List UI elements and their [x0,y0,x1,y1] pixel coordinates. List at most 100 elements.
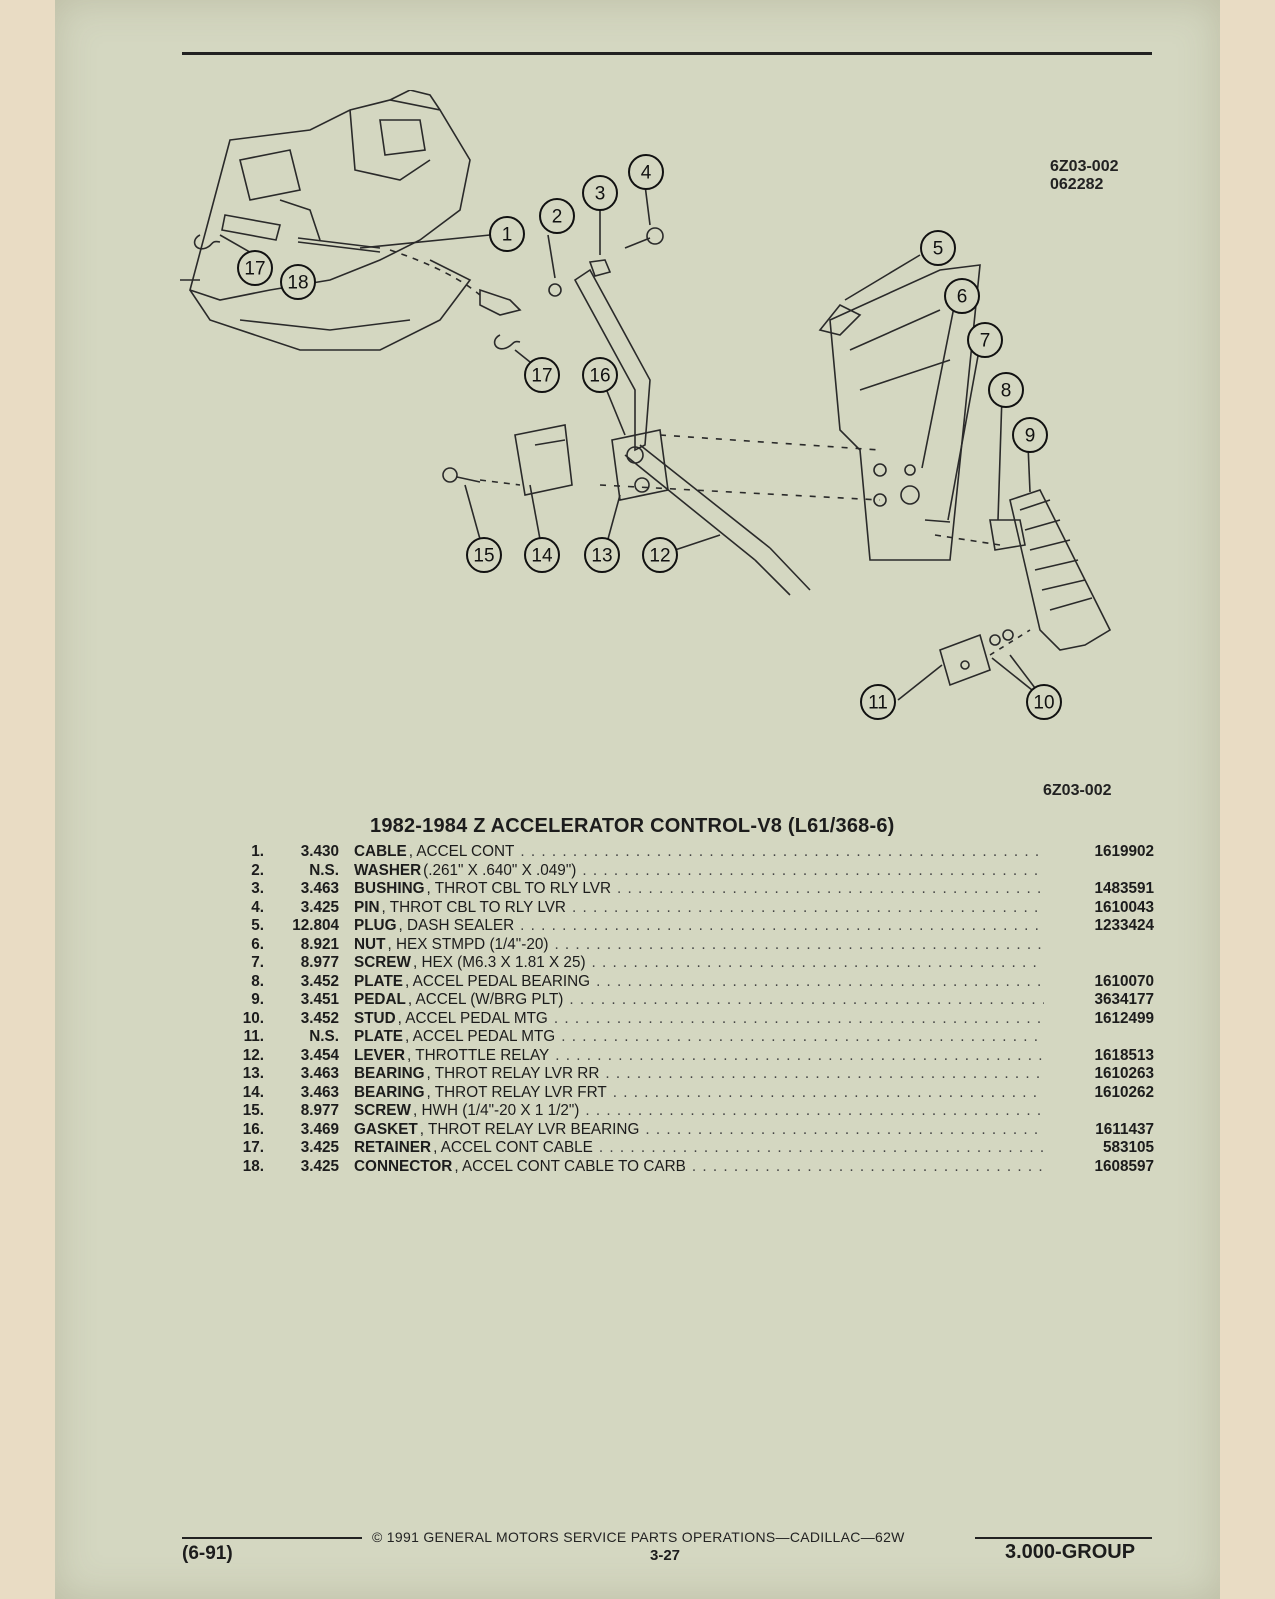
part-detail: , THROT CBL TO RLY LVR [381,898,566,916]
part-detail: , ACCEL CONT [408,843,515,860]
leader-dots [605,1065,1044,1084]
part-detail: (.261" X .640" X .049") [423,861,577,879]
footer-group: 3.000-GROUP [1005,1541,1136,1563]
part-detail: , THROT CBL TO RLY LVR [426,880,612,897]
part-description: BUSHING, THROT CBL TO RLY LVR [354,880,1044,899]
parts-row: 2.N.S.WASHER(.261" X .640" X .049") [232,862,1154,881]
part-description: PLATE, ACCEL PEDAL BEARING [354,973,1044,992]
part-detail: , HEX STMPD (1/4"-20) [387,935,549,953]
part-name: NUT [354,935,386,953]
callout-label: 16 [589,366,610,387]
part-name: PLATE [354,1028,404,1045]
part-description: PLUG, DASH SEALER [354,917,1044,936]
callout-2 [539,198,575,234]
part-name: WASHER [354,861,422,879]
leader-dots [572,899,1044,918]
item-number: 14. [242,1083,264,1101]
footer-rule-left [182,1537,362,1539]
group-number: 3.451 [300,991,339,1008]
callout-7 [967,322,1003,358]
callout-15 [466,537,502,573]
parts-row: 11.N.S.PLATE, ACCEL PEDAL MTG [232,1028,1154,1047]
callout-label: 9 [1025,426,1036,447]
callout-label: 8 [1001,381,1012,402]
part-name: LEVER [354,1046,405,1064]
group-number: 8.977 [300,954,339,971]
leader-dots [645,1121,1044,1140]
callout-9 [1012,417,1048,453]
group-number: 3.469 [300,1120,339,1138]
callout-17-upper [237,250,273,286]
part-number: 1608597 [1094,1157,1154,1175]
part-number: 1233424 [1094,917,1154,934]
part-description: CABLE, ACCEL CONT [354,843,1044,862]
callout-16 [582,357,618,393]
callout-label: 17 [531,366,552,387]
part-detail: , HWH (1/4"-20 X 1 1/2") [412,1102,580,1119]
leader-dots [520,843,1044,862]
footer-copyright: © 1991 GENERAL MOTORS SERVICE PARTS OPER… [372,1529,905,1545]
group-number: 3.425 [300,898,339,916]
part-detail: , ACCEL PEDAL BEARING [405,972,591,990]
part-description: STUD, ACCEL PEDAL MTG [354,1010,1044,1029]
leader-dots [561,1028,1044,1047]
part-detail: , THROTTLE RELAY [407,1046,550,1064]
part-number: 1610070 [1094,972,1154,990]
callout-11 [860,684,896,720]
part-description: RETAINER, ACCEL CONT CABLE [354,1139,1044,1158]
callout-label: 2 [552,207,563,228]
group-number: 3.452 [300,1009,339,1027]
top-rule [182,52,1152,55]
callout-6 [944,278,980,314]
item-number: 5. [251,917,264,934]
part-number: 1610263 [1094,1065,1154,1082]
leader-dots [613,1084,1044,1103]
leader-dots [554,1010,1044,1029]
part-detail: , DASH SEALER [398,917,515,934]
group-number: 8.977 [300,1102,339,1119]
item-number: 8. [251,972,264,990]
part-detail: , ACCEL PEDAL MTG [405,1028,556,1045]
part-detail: , ACCEL (W/BRG PLT) [407,991,564,1008]
item-number: 11. [243,1028,264,1045]
callout-3 [582,175,618,211]
item-number: 9. [251,991,264,1008]
group-number: 3.425 [300,1139,339,1156]
part-name: GASKET [354,1120,418,1138]
part-description: PEDAL, ACCEL (W/BRG PLT) [354,991,1044,1010]
callout-10 [1026,684,1062,720]
callout-label: 7 [980,331,991,352]
part-name: BUSHING [354,880,425,897]
leader-dots [569,991,1044,1010]
group-number: 3.454 [300,1046,339,1064]
group-number: 3.463 [300,1065,339,1082]
leader-dots [592,954,1044,973]
part-number: 1610043 [1094,898,1154,916]
part-number: 1611437 [1095,1120,1154,1138]
callout-label: 4 [641,163,652,184]
part-description: GASKET, THROT RELAY LVR BEARING [354,1121,1044,1140]
callout-13 [584,537,620,573]
callout-label: 6 [957,287,968,308]
part-number: 1618513 [1094,1046,1154,1064]
callout-1 [489,216,525,252]
part-number: 3634177 [1094,991,1154,1008]
part-number: 1619902 [1094,843,1154,860]
part-description: SCREW, HWH (1/4"-20 X 1 1/2") [354,1102,1044,1121]
illustration-code: 6Z03-002 [1050,158,1119,175]
part-description: BEARING, THROT RELAY LVR RR [354,1065,1044,1084]
callout-label: 15 [473,546,494,567]
leader-dots [582,862,1044,881]
part-name: PLUG [354,917,397,934]
item-number: 3. [251,880,264,897]
group-number: 3.430 [300,843,339,860]
leader-dots [596,973,1044,992]
part-name: RETAINER [354,1139,432,1156]
callout-label: 10 [1033,693,1054,714]
